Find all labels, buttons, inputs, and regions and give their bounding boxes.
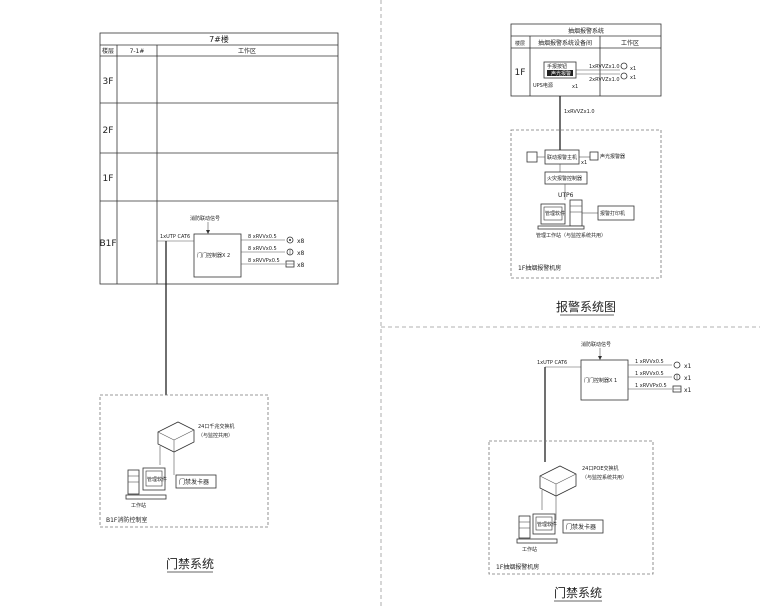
left-diagram-title: 门禁系统 bbox=[166, 556, 214, 571]
alarm-cable-2: 2xRVVZx1.0 bbox=[589, 77, 620, 83]
access-controller-label: 门门控制器X 2 bbox=[197, 252, 230, 259]
count-2: x8 bbox=[297, 250, 305, 257]
printer-box bbox=[597, 205, 635, 221]
building-label: 7#楼 bbox=[209, 34, 229, 44]
printer-label: 报警打印机 bbox=[600, 210, 625, 217]
x1-host: x1 bbox=[581, 160, 587, 166]
alarm-button-icon bbox=[620, 72, 628, 80]
alarm-col-equip: 抽烟报警系统设备间 bbox=[538, 39, 592, 47]
strobe-icon bbox=[589, 151, 599, 161]
left-access-controller-group: 消防联动信号 门门控制器X 2 1xUTP CAT6 8 xRVVx0.5 8 … bbox=[157, 215, 305, 395]
count-3: x8 bbox=[297, 262, 305, 269]
rb-access-controller-label: 门门控制器X 1 bbox=[584, 377, 617, 384]
rb-access-controller-group: 消防联动信号 门门控制器X 1 1xUTP CAT6 1 xRVVx0.5 1 … bbox=[537, 341, 692, 462]
rb-lock-icon bbox=[673, 361, 681, 369]
alarm-room-border bbox=[510, 129, 662, 279]
output-1-label: 8 xRVVx0.5 bbox=[248, 234, 277, 240]
workstation-label: 工作站 bbox=[131, 502, 146, 509]
rb-diagram-title: 门禁系统 bbox=[554, 585, 602, 600]
rb-access-controller-box bbox=[580, 359, 629, 401]
fire-signal-label: 消防联动信号 bbox=[190, 215, 220, 222]
alarm-panel-label: 手报按钮 bbox=[547, 63, 567, 70]
rb-count-1: x1 bbox=[684, 363, 692, 370]
control-room-label: B1F消防控制室 bbox=[106, 516, 147, 524]
rb-fire-signal-label: 消防联动信号 bbox=[581, 341, 611, 348]
alarm-riser-cable: 1xRVVZx1.0 bbox=[564, 109, 595, 115]
alarm-bell-icon bbox=[620, 62, 628, 70]
alarm-room-label: 1F抽烟报警机房 bbox=[518, 264, 561, 272]
rb-output-3: 1 xRVVPx0.5 bbox=[635, 383, 667, 389]
floor-2f: 2F bbox=[103, 126, 114, 136]
rb-card-reader-box bbox=[562, 519, 604, 534]
floor-3f: 3F bbox=[103, 77, 114, 87]
pc-software-label: 管理软件 bbox=[147, 476, 167, 483]
alarm-cable-1: 1xRVVZx1.0 bbox=[589, 64, 620, 70]
rb-count-3: x1 bbox=[684, 387, 692, 394]
fire-controller-box bbox=[544, 171, 588, 185]
alarm-workstation-label: 管理工作站（与监控系统共用） bbox=[536, 232, 606, 239]
alarm-header: 抽烟报警系统 bbox=[568, 27, 604, 35]
rb-switch-label: 24口POE交换机 （与监控系统共用） bbox=[582, 465, 627, 481]
fire-controller-label: 火灾报警控制器 bbox=[547, 175, 582, 182]
card-reader-label: 门禁发卡器 bbox=[179, 478, 209, 486]
floor-1f: 1F bbox=[103, 174, 114, 184]
output-2-label: 8 xRVVx0.5 bbox=[248, 246, 277, 252]
output-3-label: 8 xRVVPx0.5 bbox=[248, 258, 280, 264]
alarm-panel-sub: 声光报警 bbox=[551, 70, 571, 77]
alarm-room: 联动报警主机 声光报警器 x1 火灾报警控制器 UTP6 管理软件 管理工作站（… bbox=[510, 129, 662, 279]
rb-switch-icon bbox=[539, 465, 577, 497]
col-unit-header: 7-1# bbox=[130, 48, 145, 55]
rb-output-1: 1 xRVVx0.5 bbox=[635, 359, 664, 365]
col-area-header: 工作区 bbox=[238, 47, 256, 55]
siren-icon bbox=[526, 151, 538, 163]
left-control-room: 24口千兆交换机 （与监控共用） 管理软件 工作站 门禁发卡器 B1F消防控制室 bbox=[99, 394, 269, 528]
col-floor-header: 楼层 bbox=[102, 47, 114, 55]
alarm-diagram-title: 报警系统图 bbox=[556, 299, 616, 314]
rb-control-room: 24口POE交换机 （与监控系统共用） 管理软件 工作站 门禁发卡器 1F抽烟报… bbox=[488, 440, 654, 575]
rb-output-2: 1 xRVVx0.5 bbox=[635, 371, 664, 377]
x1-bell: x1 bbox=[630, 66, 636, 72]
alarm-riser-table: 抽烟报警系统 楼层 抽烟报警系统设备间 工作区 1F 手报按钮 声光报警 UPS… bbox=[510, 23, 662, 97]
alarm-col-area: 工作区 bbox=[621, 39, 639, 47]
rb-workstation-label: 工作站 bbox=[522, 546, 537, 553]
x1-button: x1 bbox=[630, 75, 636, 81]
alarm-host-label: 联动报警主机 bbox=[547, 154, 577, 161]
rb-room-label: 1F抽烟报警机房 bbox=[496, 563, 539, 571]
rb-main-cable-label: 1xUTP CAT6 bbox=[537, 360, 567, 366]
alarm-pc-software: 管理软件 bbox=[545, 210, 565, 217]
left-riser-table: 7#楼 楼层 7-1# 工作区 3F 2F 1F B1F bbox=[99, 32, 339, 285]
floor-b1f: B1F bbox=[99, 239, 116, 249]
utp6-label: UTP6 bbox=[558, 192, 574, 199]
count-1: x8 bbox=[297, 238, 305, 245]
rb-room-border bbox=[488, 440, 654, 575]
alarm-tower-icon bbox=[569, 199, 583, 227]
x1-ups: x1 bbox=[572, 84, 578, 90]
rb-count-2: x1 bbox=[684, 375, 692, 382]
rb-tower-icon bbox=[518, 515, 531, 539]
alarm-floor-1f: 1F bbox=[515, 68, 526, 78]
switch-label: 24口千兆交换机 （与监控共用） bbox=[198, 423, 236, 439]
access-controller-box bbox=[193, 233, 242, 278]
rb-card-reader-label: 门禁发卡器 bbox=[566, 523, 596, 531]
main-cable-label: 1xUTP CAT6 bbox=[160, 234, 190, 240]
card-reader-box bbox=[175, 474, 217, 489]
control-room-border bbox=[99, 394, 269, 528]
ups-label: UPS电源 bbox=[533, 82, 553, 89]
rb-pc-software: 管理软件 bbox=[537, 521, 557, 528]
alarm-host-output: 声光报警器 bbox=[600, 153, 625, 160]
alarm-col-floor: 楼层 bbox=[515, 40, 525, 47]
switch-icon bbox=[157, 421, 195, 453]
